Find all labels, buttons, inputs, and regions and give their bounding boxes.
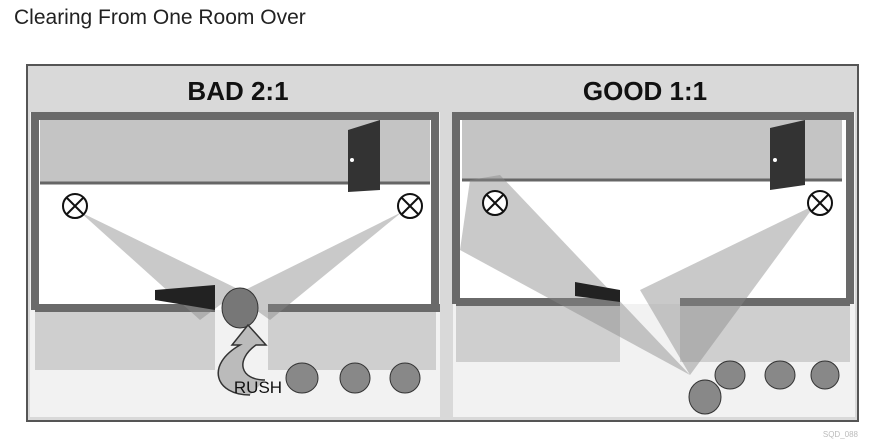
target-icon: [482, 190, 508, 216]
sector-of-fire-right: [640, 205, 815, 375]
soldier-icon: [221, 287, 259, 329]
room-walls: [31, 112, 439, 310]
door: [348, 120, 380, 192]
sector-of-fire-right: [235, 212, 402, 320]
rush-label: RUSH: [234, 378, 282, 397]
good-heading: GOOD 1:1: [583, 76, 707, 106]
rush-arrow: [217, 323, 268, 396]
soldier-icons: [688, 360, 840, 415]
good-panel: GOOD 1:1: [452, 76, 855, 417]
target-icon: [807, 190, 833, 216]
bad-heading: BAD 2:1: [187, 76, 288, 106]
target-icon: [62, 193, 88, 219]
figure-code: SQD_088: [823, 430, 859, 439]
page-title: Clearing From One Room Over: [14, 6, 306, 29]
soldier-icons: [285, 362, 421, 394]
target-icon: [397, 193, 423, 219]
bad-panel: BAD 2:1 RUSH: [30, 76, 440, 417]
door-open: [155, 285, 215, 310]
sector-of-fire-left: [460, 175, 690, 375]
